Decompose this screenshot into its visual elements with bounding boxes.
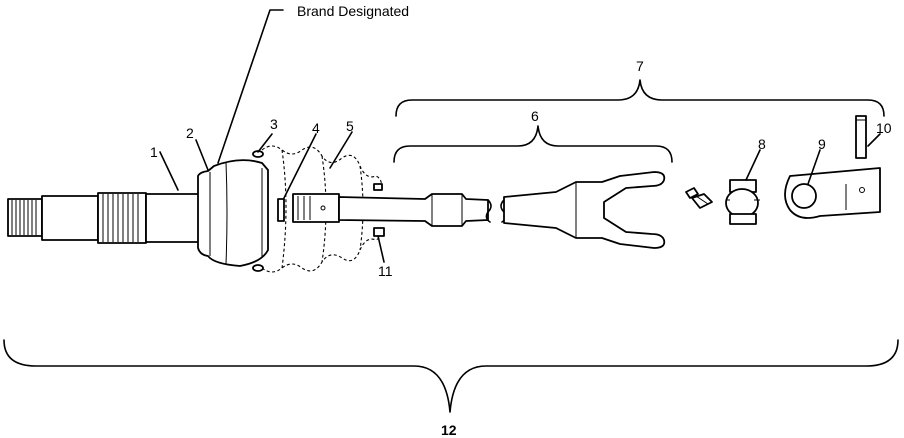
callout-12: 12 [441, 422, 457, 438]
cv-joint-housing [197, 159, 269, 267]
inner-shaft [292, 171, 666, 249]
callout-2: 2 [186, 125, 194, 141]
callout-4: 4 [312, 120, 320, 136]
callout-7: 7 [636, 58, 644, 74]
yoke-plate-9 [784, 167, 881, 219]
callout-9: 9 [818, 136, 826, 152]
grease-fitting [685, 187, 713, 209]
brace-12 [3, 339, 899, 413]
brand-designated-label: Brand Designated [297, 3, 409, 19]
boot-clamp-11 [373, 183, 385, 237]
brace-6 [393, 125, 673, 163]
u-joint-cross-8 [725, 179, 760, 225]
snap-ring-4 [277, 198, 285, 222]
callout-5: 5 [346, 118, 354, 134]
leader-lines [159, 9, 881, 263]
callout-8: 8 [758, 136, 766, 152]
boot-outline [261, 145, 382, 273]
pin-10 [855, 115, 867, 159]
callout-6: 6 [531, 108, 539, 124]
callout-1: 1 [150, 144, 158, 160]
callout-3: 3 [270, 116, 278, 132]
callout-11: 11 [378, 263, 393, 279]
callout-10: 10 [876, 120, 892, 136]
brace-7 [395, 79, 885, 117]
stub-shaft [7, 192, 201, 244]
